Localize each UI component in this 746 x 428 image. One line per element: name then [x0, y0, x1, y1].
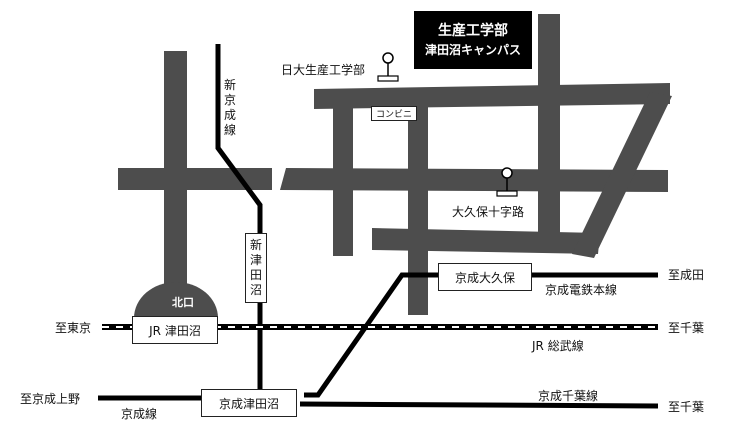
road-vertical-2	[408, 98, 428, 315]
station-keisei-tsudanuma: 京成津田沼	[201, 389, 297, 417]
road-lower	[372, 228, 600, 254]
station-jr-tsudanuma: JR 津田沼	[132, 316, 218, 344]
campus-title-line2: 津田沼キャンパス	[424, 43, 521, 57]
label-jr-sobu-line: JR 総武線	[532, 339, 584, 353]
label-keisei-line: 京成線	[121, 407, 158, 421]
rail-keisei-chiba	[299, 401, 659, 409]
direction-tokyo: 至東京	[55, 321, 92, 335]
okubo-junction-pin	[496, 167, 518, 197]
station-shin-tsudanuma: 新津田沼	[245, 233, 267, 303]
label-kitaguchi: 北口	[172, 296, 194, 309]
campus-title: 生産工学部 津田沼キャンパス	[414, 11, 532, 69]
direction-keisei-ueno: 至京成上野	[20, 392, 81, 406]
kitaguchi-dome	[134, 282, 218, 318]
label-keisei-main-line: 京成電鉄本線	[545, 283, 618, 297]
direction-chiba-keisei: 至千葉	[668, 400, 705, 414]
campus-title-line1: 生産工学部	[438, 23, 508, 39]
station-keisei-okubo: 京成大久保	[438, 263, 532, 291]
label-keisei-chiba-line: 京成千葉線	[538, 389, 599, 403]
road-main-top	[314, 83, 670, 109]
direction-naruta: 至成田	[668, 268, 705, 282]
nichidai-pin	[377, 52, 399, 82]
road-diagonal	[572, 92, 672, 258]
road-middle-east	[280, 168, 668, 192]
road-vertical-1	[333, 98, 353, 256]
location-pins	[377, 52, 518, 197]
label-okubo-junction: 大久保十字路	[452, 205, 525, 219]
road-kitaguchi	[164, 51, 187, 300]
label-nichidai: 日大生産工学部	[281, 63, 366, 77]
roads	[118, 14, 672, 318]
label-konbini: コンビニ	[371, 106, 417, 121]
road-campus-vertical	[538, 14, 560, 246]
road-middle	[118, 168, 272, 190]
label-shin-keisei-line: 新京成線	[223, 78, 236, 137]
direction-chiba-jr: 至千葉	[668, 321, 705, 335]
